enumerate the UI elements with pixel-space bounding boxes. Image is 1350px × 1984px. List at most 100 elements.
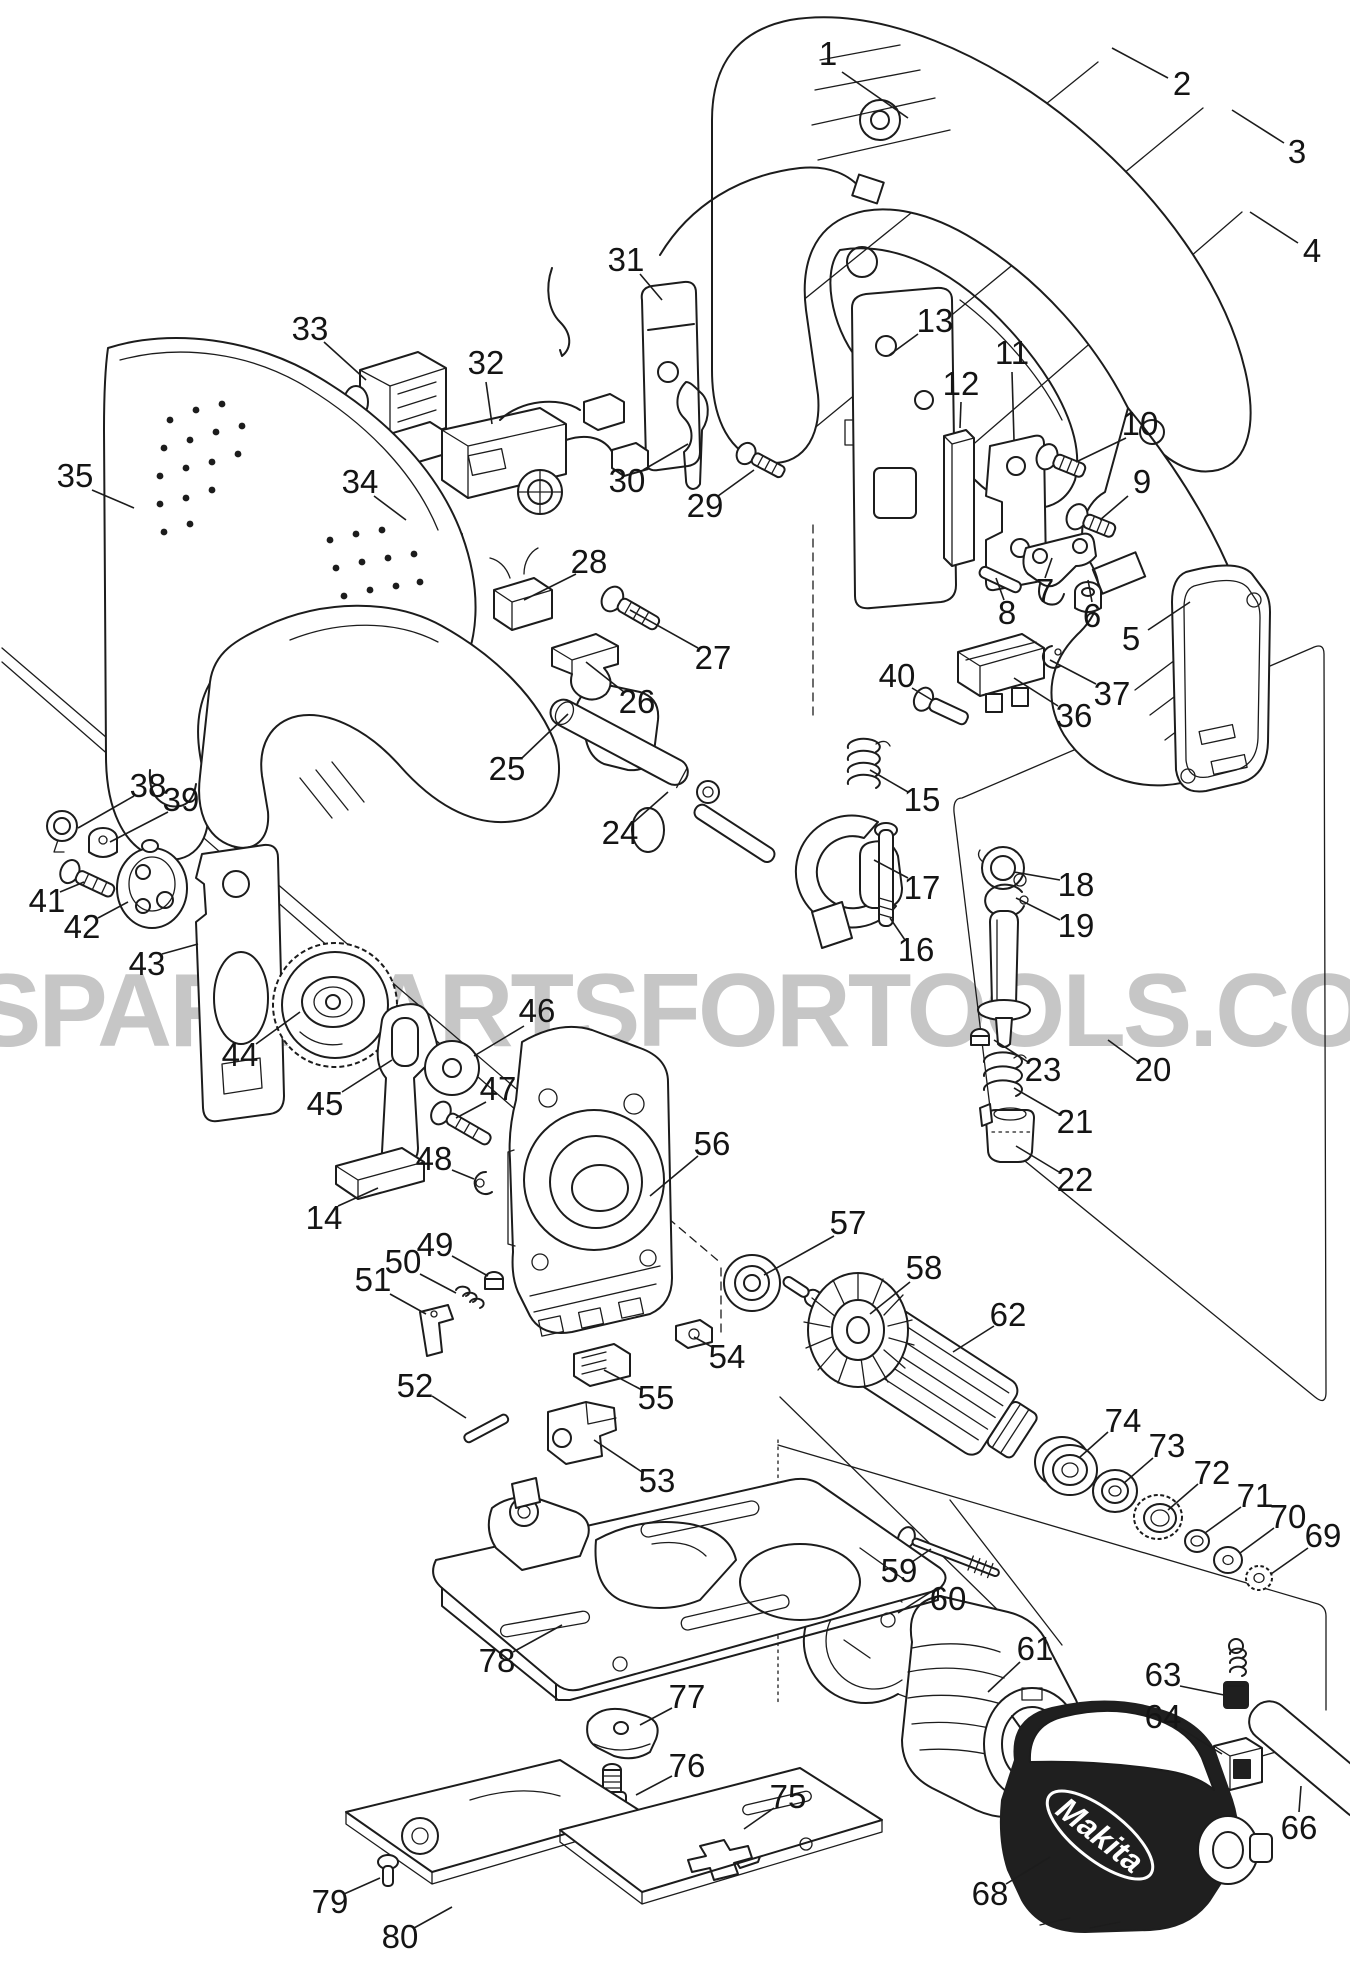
part-41-screw — [59, 859, 116, 898]
part-number-43: 43 — [128, 944, 166, 982]
leader-line-35 — [91, 489, 135, 509]
leader-line-34 — [373, 495, 407, 521]
leader-line-5 — [1147, 601, 1191, 631]
leader-line-55 — [603, 1369, 643, 1391]
part-44-gear — [272, 942, 398, 1068]
leader-line-37 — [1049, 659, 1097, 685]
leader-line-64 — [1179, 1727, 1223, 1755]
part-48-e-ring — [473, 1170, 493, 1195]
leader-line-25 — [521, 713, 569, 759]
part-5-gasket — [1171, 564, 1271, 793]
part-number-75: 75 — [769, 1777, 807, 1815]
part-71-ring — [1184, 1529, 1210, 1553]
leader-line-63 — [1179, 1685, 1225, 1696]
leader-line-29 — [717, 469, 755, 497]
leader-line-50 — [419, 1273, 457, 1294]
leader-line-22 — [1015, 1145, 1060, 1173]
part-number-66: 66 — [1280, 1808, 1318, 1846]
part-49-pin — [484, 1271, 504, 1290]
leader-line-40 — [911, 687, 933, 701]
part-number-55: 55 — [637, 1378, 675, 1416]
part-number-72: 72 — [1193, 1453, 1231, 1491]
part-number-59: 59 — [880, 1551, 918, 1589]
leader-line-27 — [629, 609, 699, 649]
plunger-group-outline — [953, 645, 1327, 1402]
part-number-16: 16 — [897, 930, 935, 968]
leader-line-39 — [109, 811, 169, 843]
leader-line-78 — [512, 1624, 563, 1653]
leader-line-43 — [161, 943, 199, 955]
leader-line-11 — [1011, 371, 1015, 441]
part-40-bolt — [912, 686, 969, 726]
leader-line-49 — [451, 1255, 489, 1277]
part-number-7: 7 — [1035, 571, 1055, 609]
part-32-controller — [441, 393, 649, 515]
part-number-31: 31 — [607, 240, 645, 278]
part-number-11: 11 — [994, 333, 1030, 371]
leader-line-31 — [639, 273, 663, 301]
part-number-33: 33 — [291, 309, 329, 347]
part-68-motor-housing: Makita — [999, 1700, 1273, 1933]
part-number-12: 12 — [942, 364, 980, 402]
part-12-plate — [943, 429, 975, 567]
leader-line-70 — [1239, 1527, 1275, 1554]
part-23-pin — [970, 1028, 990, 1046]
part-number-19: 19 — [1057, 906, 1095, 944]
leader-line-72 — [1167, 1483, 1199, 1511]
part-number-10: 10 — [1121, 404, 1159, 442]
leader-line-66 — [1298, 1785, 1302, 1813]
part-31-holder-wire — [640, 166, 885, 472]
part-number-30: 30 — [608, 461, 646, 499]
part-number-32: 32 — [467, 343, 505, 381]
part-number-62: 62 — [989, 1295, 1027, 1333]
part-number-73: 73 — [1148, 1426, 1186, 1464]
part-number-41: 41 — [28, 881, 66, 919]
part-number-64: 64 — [1144, 1697, 1182, 1735]
part-number-53: 53 — [638, 1461, 676, 1499]
part-number-17: 17 — [903, 868, 941, 906]
part-number-50: 50 — [384, 1242, 422, 1280]
part-56-gear-housing — [507, 1025, 673, 1337]
part-28-capacitor — [489, 547, 553, 631]
part-7-bracket — [1022, 532, 1097, 606]
part-number-35: 35 — [56, 456, 94, 494]
leader-line-79 — [343, 1877, 381, 1895]
leader-line-24 — [633, 791, 669, 823]
part-number-14: 14 — [305, 1198, 343, 1236]
part-47-screw — [430, 1100, 492, 1146]
leader-line-17 — [873, 859, 909, 879]
leader-line-56 — [649, 1155, 699, 1197]
leader-line-62 — [952, 1325, 995, 1353]
part-number-20: 20 — [1134, 1050, 1172, 1088]
part-number-26: 26 — [618, 682, 656, 720]
part-51-lever — [419, 1304, 454, 1357]
leader-line-10 — [1075, 437, 1127, 463]
part-10-screw — [1035, 443, 1087, 478]
part-number-38: 38 — [129, 766, 167, 804]
leader-line-7 — [1044, 557, 1053, 579]
leader-line-61 — [987, 1661, 1021, 1693]
leader-line-9 — [1099, 495, 1129, 521]
part-number-42: 42 — [63, 907, 101, 945]
part-number-21: 21 — [1056, 1102, 1094, 1140]
part-number-70: 70 — [1269, 1497, 1307, 1535]
part-16-bolt — [874, 822, 898, 927]
part-number-51: 51 — [354, 1260, 392, 1298]
part-53-roller-holder — [547, 1401, 617, 1465]
part-77-clamp — [586, 1707, 659, 1760]
part-number-56: 56 — [693, 1124, 731, 1162]
part-number-54: 54 — [708, 1337, 746, 1375]
part-43-counterweight — [195, 843, 285, 1123]
part-number-8: 8 — [997, 593, 1017, 631]
leader-line-47 — [455, 1101, 487, 1119]
part-74-bearing — [1034, 1436, 1098, 1496]
leader-line-3 — [1231, 109, 1285, 144]
part-24-blade-rod — [693, 780, 776, 864]
part-number-28: 28 — [570, 542, 608, 580]
part-number-48: 48 — [415, 1139, 453, 1177]
part-69-star-washer — [1245, 1565, 1273, 1591]
leader-line-68 — [1005, 1856, 1051, 1885]
part-63-carbon-brush — [1223, 1638, 1249, 1709]
part-number-58: 58 — [905, 1248, 943, 1286]
